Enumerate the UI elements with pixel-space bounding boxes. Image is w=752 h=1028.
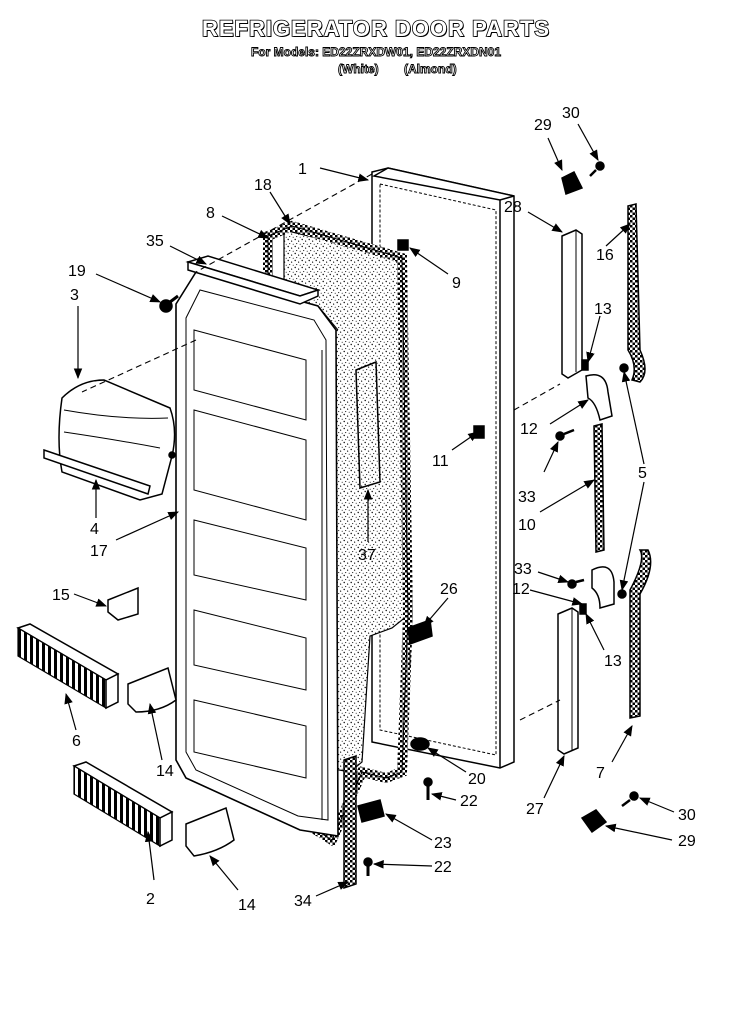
callout-28: 28 — [504, 199, 522, 216]
handle-trim-16 — [627, 203, 646, 383]
clip-part — [107, 586, 139, 621]
callout-8: 8 — [206, 205, 215, 222]
callout-22-lower: 22 — [434, 859, 452, 876]
callout-14-lower: 14 — [238, 897, 256, 914]
handle-bottom-cap-29 — [580, 809, 608, 834]
callout-11: 11 — [432, 453, 449, 470]
callout-12-lower: 12 — [512, 581, 530, 598]
callout-34: 34 — [294, 893, 312, 910]
callout-18: 18 — [254, 177, 272, 194]
screw-5-lower — [617, 589, 627, 599]
color-white-label: (White) — [338, 62, 380, 77]
foam-block — [355, 360, 381, 489]
callout-35: 35 — [146, 233, 164, 250]
handle-top-cap — [561, 170, 584, 195]
callout-17: 17 — [90, 543, 108, 560]
callout-30-top: 30 — [562, 105, 580, 122]
leader-lines — [64, 123, 675, 897]
models-line: For Models: ED22ZRXDW01, ED22ZRXDN01 — [250, 45, 502, 60]
callout-6: 6 — [72, 733, 81, 750]
screw-22-lower — [363, 857, 373, 876]
diagram-title: REFRIGERATOR DOOR PARTS — [201, 15, 551, 42]
callout-3: 3 — [70, 287, 79, 304]
callout-37: 37 — [358, 547, 376, 564]
callout-15: 15 — [52, 587, 70, 604]
callout-9: 9 — [452, 275, 461, 292]
callout-22-upper: 22 — [460, 793, 478, 810]
screw-13-upper — [581, 359, 589, 371]
callout-30-bottom: 30 — [678, 807, 696, 824]
hinge-plate-23 — [357, 799, 385, 823]
screw-22-upper — [423, 777, 433, 800]
shelf-retainer-lower — [72, 761, 174, 848]
screw-19 — [159, 294, 179, 313]
plug-9 — [397, 239, 409, 251]
screw-33-upper — [555, 428, 575, 441]
callout-12-upper: 12 — [520, 421, 538, 438]
bracket-11 — [473, 425, 485, 439]
callout-2: 2 — [146, 891, 155, 908]
callout-16: 16 — [596, 247, 614, 264]
side-strip — [343, 754, 357, 890]
callout-10: 10 — [518, 517, 536, 534]
handle-upper-28 — [561, 229, 583, 379]
callout-29-top: 29 — [534, 117, 552, 134]
screw-30-upper — [589, 161, 605, 177]
callout-4: 4 — [90, 521, 99, 538]
inner-door-liner — [175, 271, 339, 837]
callout-27: 27 — [526, 801, 544, 818]
callout-20: 20 — [468, 771, 486, 788]
callout-13-lower: 13 — [604, 653, 622, 670]
end-cap-12-upper — [585, 374, 613, 421]
dairy-trim — [43, 448, 151, 495]
callout-19: 19 — [68, 263, 86, 280]
handle-trim-7 — [629, 549, 652, 719]
callout-13-upper: 13 — [594, 301, 612, 318]
callout-29-bottom: 29 — [678, 833, 696, 850]
handle-lower-27 — [557, 607, 579, 755]
screw-33-lower — [567, 578, 585, 589]
end-cap-lower — [185, 806, 235, 857]
callout-5: 5 — [638, 465, 647, 482]
callout-7: 7 — [596, 765, 605, 782]
bushing-20 — [410, 737, 430, 751]
screw-13-lower — [579, 603, 587, 615]
screw-5-upper — [619, 363, 629, 373]
color-almond-label: (Almond) — [404, 62, 458, 77]
screw-30-lower — [621, 791, 639, 807]
end-cap-upper — [127, 666, 177, 713]
callout-23: 23 — [434, 835, 452, 852]
callout-14-upper: 14 — [156, 763, 174, 780]
callout-26: 26 — [440, 581, 458, 598]
callout-33-upper: 33 — [518, 489, 536, 506]
callout-33-lower: 33 — [514, 561, 532, 578]
end-cap-12-lower — [591, 566, 615, 609]
top-trim — [185, 255, 321, 305]
shelf-retainer-upper — [16, 623, 120, 710]
callout-1: 1 — [298, 161, 307, 178]
handle-trim-10 — [593, 423, 605, 553]
